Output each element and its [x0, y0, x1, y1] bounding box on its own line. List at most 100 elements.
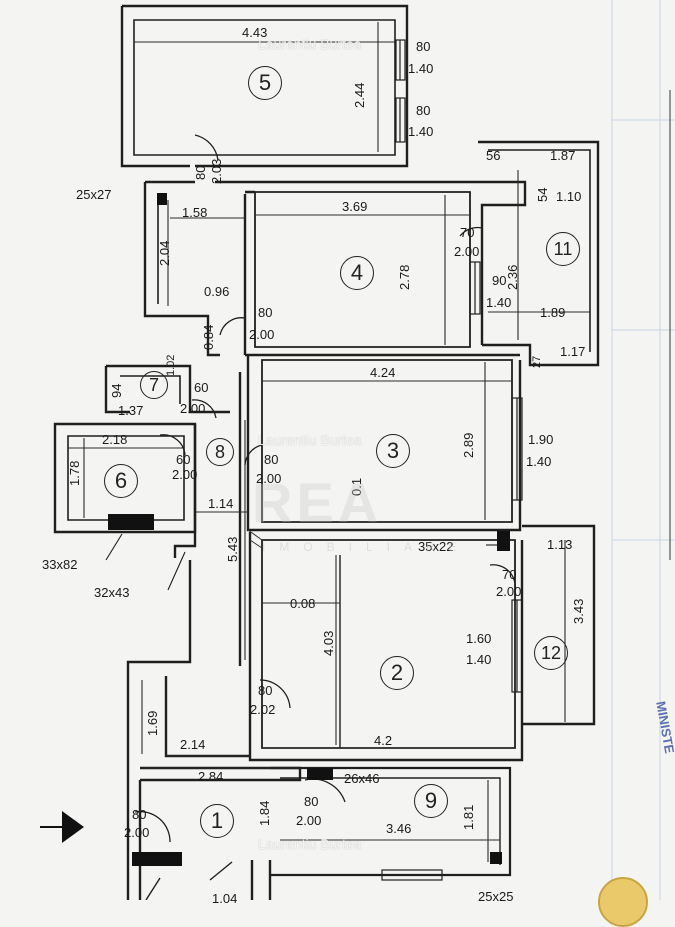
dim-r5-height: 2.44 — [352, 82, 367, 108]
dim-door4-h: 2.00 — [249, 327, 275, 342]
watermark-brand-sub: IMOBILIARE — [262, 540, 471, 554]
room-number-7: 7 — [140, 371, 168, 399]
dim-hall-w: 1.58 — [182, 205, 208, 220]
dim-r5-win2-w: 80 — [416, 103, 431, 118]
dim-r7-b: 94 — [109, 383, 124, 398]
dim-r7-a: 1.02 — [165, 354, 177, 376]
dim-door2-w: 80 — [258, 683, 273, 698]
dim-r7-door-w: 60 — [194, 380, 209, 395]
dim-r4-door-w: 70 — [460, 225, 475, 240]
dim-shaft-r2: 35x22 — [418, 539, 454, 554]
room-5-outline — [120, 4, 409, 168]
dim-hall2-h: 0.84 — [201, 324, 216, 350]
dim-r11-g: 27 — [531, 355, 543, 368]
dim-r6-width: 2.18 — [102, 432, 128, 447]
dim-r12-h: 3.43 — [571, 598, 586, 624]
room-number-8: 8 — [206, 438, 234, 466]
dim-r2-width: 4.2 — [374, 733, 393, 748]
dim-r6-door-w: 60 — [176, 452, 191, 467]
dim-r5-win1-h: 1.40 — [408, 61, 434, 76]
dim-r4-height: 2.78 — [397, 264, 412, 290]
room-number-1: 1 — [200, 804, 234, 838]
dim-shaft-top: 25x27 — [76, 187, 112, 202]
room-number-5: 5 — [248, 66, 282, 100]
dim-r4-door-h: 2.00 — [454, 244, 480, 259]
dim-r7-c: 1.37 — [118, 403, 144, 418]
room-number-2: 2 — [380, 656, 414, 690]
watermark-author-bottom: Laurentiu Burtea — [258, 836, 362, 852]
dim-r5-win1-w: 80 — [416, 39, 431, 54]
dim-r11-h: 1.17 — [560, 344, 586, 359]
dim-r3-width: 4.24 — [370, 365, 396, 380]
dim-shaft-r9: 26x46 — [344, 771, 380, 786]
dim-door2-h: 2.02 — [250, 702, 276, 717]
dim-r1-door-w: 80 — [132, 807, 147, 822]
watermark-brand: REA — [252, 471, 383, 534]
dim-r12-door-w: 70 — [502, 567, 517, 582]
room-12-outline — [522, 524, 596, 726]
dim-shaft-b: 32x43 — [94, 585, 130, 600]
room-4-outline — [254, 191, 471, 348]
dim-r5-width: 4.43 — [242, 25, 268, 40]
dim-r9-height: 1.81 — [461, 804, 476, 830]
dim-r2-small: 0.08 — [290, 596, 316, 611]
dim-r11-b: 1.87 — [550, 148, 576, 163]
dim-r7-door-h: 2.00 — [180, 401, 206, 416]
room-7-outline — [104, 364, 230, 414]
dim-r2-height: 4.03 — [321, 630, 336, 656]
room-number-11: 11 — [546, 232, 580, 266]
watermark-author-top: Laurentiu Burtea — [258, 36, 362, 52]
dim-r4-width: 3.69 — [342, 199, 368, 214]
dim-hall4-h: 1.69 — [145, 710, 160, 736]
dim-r9-width: 3.46 — [386, 821, 412, 836]
room-11-outline — [478, 140, 600, 367]
entrance-arrow-icon — [62, 811, 84, 843]
dim-r3-height: 2.89 — [461, 432, 476, 458]
dim-door3-h: 2.00 — [256, 471, 282, 486]
dim-hall-h: 2.04 — [157, 240, 172, 266]
entrance-arrow-tail — [40, 826, 64, 828]
dim-hall3-h: 5.43 — [225, 536, 240, 562]
dim-door3-w: 80 — [264, 452, 279, 467]
dim-r11-c: 54 — [535, 187, 550, 202]
room-number-12: 12 — [534, 636, 568, 670]
dim-r2-win-w: 1.60 — [466, 631, 492, 646]
dim-r2-win-h: 1.40 — [466, 652, 492, 667]
room-number-4: 4 — [340, 256, 374, 290]
dim-r1-w: 2.84 — [198, 769, 224, 784]
dim-hall3-w: 1.14 — [208, 496, 234, 511]
dim-shaft-r6: 33x82 — [42, 557, 78, 572]
paper-grid — [611, 0, 675, 900]
dim-r11-e: 2.36 — [505, 264, 520, 290]
dim-r11-a: 56 — [486, 148, 501, 163]
dim-shaft-r9b: 25x25 — [478, 889, 514, 904]
dim-door4-w: 80 — [258, 305, 273, 320]
dim-r9-door-w: 80 — [304, 794, 319, 809]
dim-hall4-w: 2.14 — [180, 737, 206, 752]
dim-r12-w: 1.13 — [547, 537, 573, 552]
dim-hall2-w: 0.96 — [204, 284, 230, 299]
dim-r3-win-h: 1.40 — [526, 454, 552, 469]
dim-door5-h: 2.03 — [209, 158, 224, 184]
dim-r1-h: 1.84 — [257, 800, 272, 826]
dim-r6-door-h: 2.00 — [172, 467, 198, 482]
corner-badge-icon — [598, 877, 648, 927]
dim-r11-f: 1.89 — [540, 305, 566, 320]
room-number-6: 6 — [104, 464, 138, 498]
dim-r5-win2-h: 1.40 — [408, 124, 434, 139]
dim-r4-win-h: 1.40 — [486, 295, 512, 310]
dim-bottom-cut: 1.04 — [212, 891, 238, 906]
dim-r3-win-w: 1.90 — [528, 432, 554, 447]
dim-r4-win-w: 90 — [492, 273, 507, 288]
dim-r1-door-h: 2.00 — [124, 825, 150, 840]
room-3-outline — [261, 359, 513, 523]
dim-r12-door-h: 2.00 — [496, 584, 522, 599]
dim-r11-d: 1.10 — [556, 189, 582, 204]
dim-r9-door-h: 2.00 — [296, 813, 322, 828]
dim-door5-w: 80 — [193, 165, 208, 180]
watermark-author-mid: Laurentiu Burtea — [258, 432, 362, 448]
room-number-9: 9 — [414, 784, 448, 818]
floor-plan-drawing — [53, 0, 675, 900]
dim-r6-height: 1.78 — [67, 460, 82, 486]
room-number-3: 3 — [376, 434, 410, 468]
